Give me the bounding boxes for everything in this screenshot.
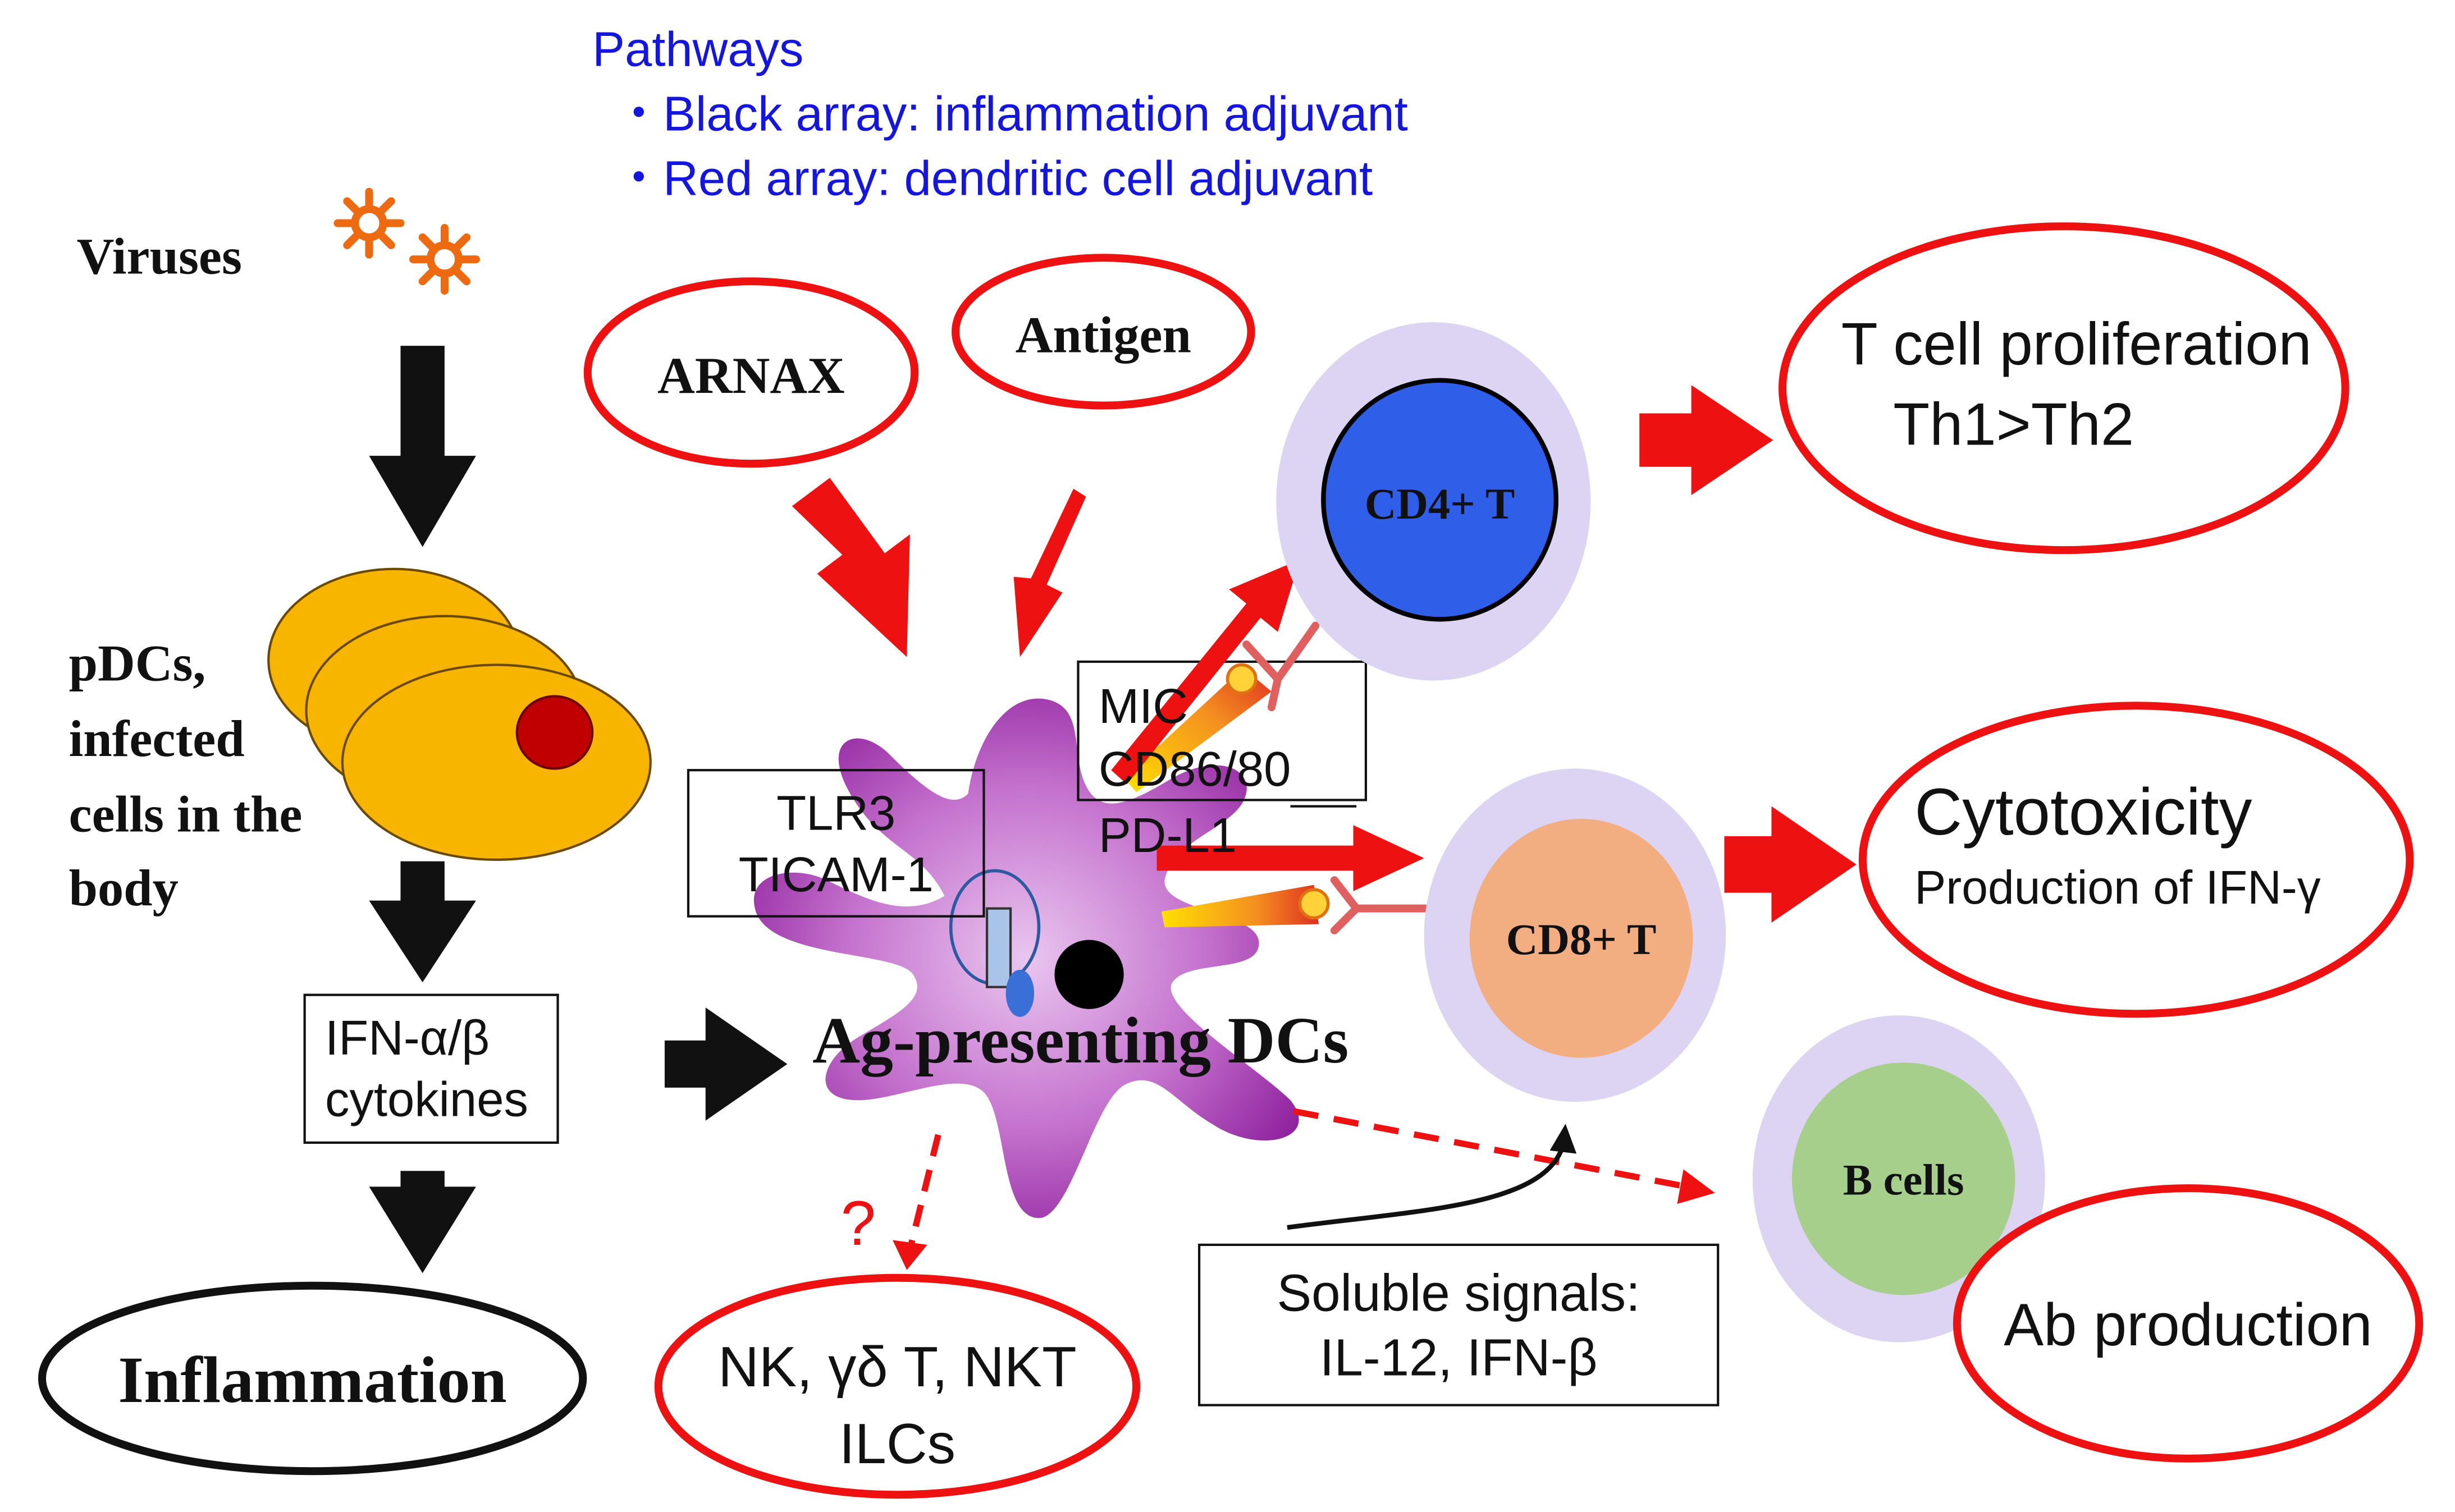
soluble-label-line2: IL-12, IFN-β bbox=[1320, 1328, 1598, 1386]
svg-text:body: body bbox=[69, 859, 179, 917]
cd86-label: CD86/80 bbox=[1099, 742, 1291, 796]
cytotoxicity-ellipse bbox=[1858, 702, 2414, 1018]
nk-ellipse bbox=[654, 1273, 1141, 1499]
antigen-ellipse bbox=[952, 254, 1255, 410]
pdl1-label: PD-L1 bbox=[1099, 808, 1237, 863]
cd4-label: CD4+ T bbox=[1365, 479, 1515, 528]
tlr3-box bbox=[687, 769, 985, 918]
ab-production-label: Ab production bbox=[2004, 1291, 2372, 1358]
legend: Pathways ・Black array: inflammation adju… bbox=[592, 22, 1408, 206]
b-cell-icon bbox=[1752, 1015, 2045, 1343]
arnax-label: ARNAX bbox=[657, 347, 845, 404]
viruses-label: Viruses bbox=[77, 227, 242, 285]
arnax-ellipse bbox=[583, 277, 919, 468]
dashed-arrow-to-nk-head bbox=[893, 1240, 927, 1270]
soluble-signal-curve bbox=[1287, 1146, 1565, 1230]
legend-title: Pathways bbox=[592, 22, 803, 77]
arrow-cd8-to-cytotoxicity bbox=[1724, 806, 1857, 923]
signal-dot-cd4 bbox=[1226, 663, 1258, 695]
arrow-ifn-to-dcs bbox=[664, 1007, 788, 1121]
dendritic-cell-icon bbox=[753, 698, 1299, 1218]
svg-text:pDCs,: pDCs, bbox=[69, 635, 206, 692]
arrow-ifn-to-inflammation bbox=[369, 1171, 476, 1273]
inflammation-label: Inflammation bbox=[118, 1344, 507, 1417]
ifn-gamma-label: Production of IFN-γ bbox=[1914, 861, 2321, 914]
inflammation-ellipse bbox=[38, 1281, 587, 1476]
ag-dc-label: Ag-presenting DCs bbox=[812, 1004, 1348, 1077]
ab-production-ellipse bbox=[1953, 1184, 2424, 1463]
pdcs-label: pDCs, infected cells in the body bbox=[69, 635, 303, 917]
signal-beam-cd8 bbox=[1161, 885, 1319, 928]
cd4-t-cell-icon bbox=[1276, 322, 1591, 681]
virus-icon bbox=[333, 187, 480, 295]
cd8-label: CD8+ T bbox=[1506, 915, 1657, 964]
soluble-signal-curve-head bbox=[1549, 1124, 1577, 1154]
arrow-arnax-to-dc bbox=[792, 478, 910, 657]
bcells-label: B cells bbox=[1843, 1155, 1964, 1204]
arrow-dc-to-cd4 bbox=[1111, 559, 1300, 785]
pdc-cells-icon bbox=[267, 567, 652, 861]
arrow-antigen-to-dc bbox=[1013, 488, 1086, 657]
ifn-box bbox=[303, 993, 559, 1144]
nk-label-line2: ILCs bbox=[839, 1413, 956, 1476]
signal-beam-cd4 bbox=[1123, 668, 1272, 792]
nk-label-line1: NK, γδ T, NKT bbox=[718, 1336, 1077, 1399]
proliferation-label-line1: T cell proliferation bbox=[1841, 311, 2312, 378]
proliferation-label-line2: Th1>Th2 bbox=[1893, 391, 2134, 458]
soluble-label-line1: Soluble signals: bbox=[1277, 1264, 1640, 1322]
tlr3-label: TLR3 bbox=[776, 786, 895, 841]
arrow-viruses-to-pdcs bbox=[369, 346, 476, 547]
arrow-pdcs-to-ifn bbox=[369, 861, 476, 983]
svg-text:infected: infected bbox=[69, 710, 245, 767]
legend-item-black: ・Black array: inflammation adjuvant bbox=[614, 86, 1407, 141]
question-mark: ? bbox=[841, 1188, 876, 1258]
ifn-label-line2: cytokines bbox=[325, 1072, 528, 1126]
ticam1-label: TICAM-1 bbox=[739, 847, 934, 902]
cytotoxicity-label: Cytotoxicity bbox=[1914, 775, 2252, 849]
ifn-label-line1: IFN-α/β bbox=[325, 1011, 490, 1065]
svg-text:cells in the: cells in the bbox=[69, 785, 303, 842]
soluble-box bbox=[1197, 1243, 1720, 1406]
dashed-arrow-to-bcells bbox=[1293, 1108, 1688, 1190]
signal-dot-cd8 bbox=[1298, 888, 1330, 920]
legend-item-red: ・Red array: dendritic cell adjuvant bbox=[614, 151, 1373, 205]
receptor-cd8-icon bbox=[1330, 876, 1430, 934]
antigen-label: Antigen bbox=[1016, 306, 1191, 363]
cd8-t-cell-icon bbox=[1424, 768, 1726, 1102]
arrow-dc-to-cd8 bbox=[1156, 825, 1424, 891]
mic-label: MIC bbox=[1099, 679, 1188, 734]
arrow-cd4-to-proliferation bbox=[1639, 385, 1773, 496]
proliferation-ellipse bbox=[1779, 222, 2349, 555]
receptor-cd4-icon bbox=[1242, 621, 1320, 712]
dashed-arrow-to-bcells-head bbox=[1677, 1169, 1715, 1204]
dashed-arrow-to-nk bbox=[907, 1134, 941, 1250]
